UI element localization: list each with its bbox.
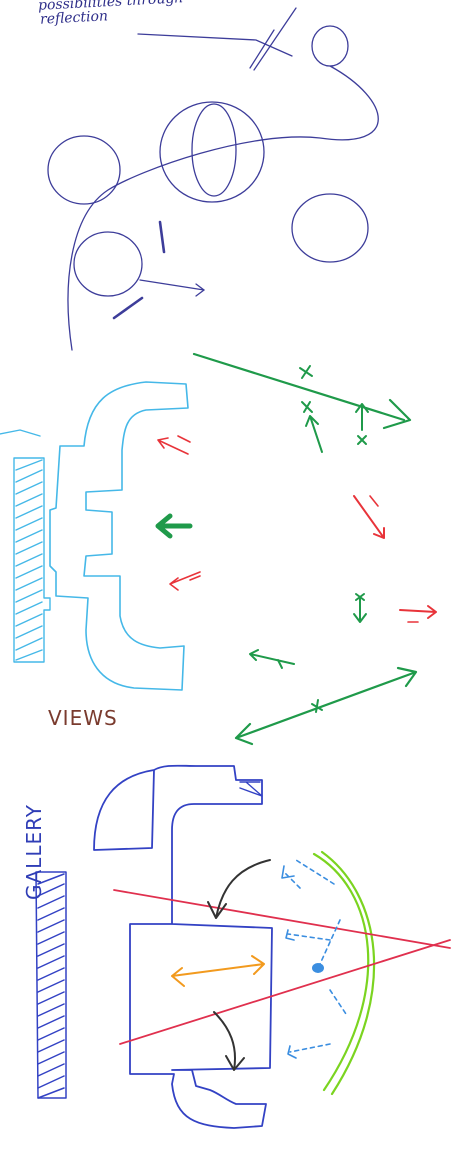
reflection-sketch xyxy=(47,7,379,351)
view-arrow-bold xyxy=(155,513,193,539)
circle-center xyxy=(159,101,265,203)
note-underline xyxy=(137,33,293,57)
view-arrow-small-2 xyxy=(355,403,369,431)
sweeping-curve xyxy=(67,65,379,351)
reflection-curve xyxy=(312,850,376,1096)
sightline-lower xyxy=(119,939,451,1045)
gallery-plan xyxy=(35,764,451,1129)
blue-dotted-arrows xyxy=(283,859,347,1053)
blue-arrowheads xyxy=(281,865,297,1059)
gallery-hatch xyxy=(35,871,67,1099)
views-label: VIEWS xyxy=(48,706,118,730)
bracket-building-outline xyxy=(49,381,189,691)
view-arrow-long-bottom xyxy=(234,666,418,746)
red-view-arrows xyxy=(157,435,437,623)
view-arrow-small-1 xyxy=(305,415,323,453)
sightline-upper xyxy=(113,889,451,949)
view-arrow-small-3 xyxy=(353,597,367,623)
view-arrow-top xyxy=(192,352,412,430)
gallery-building-outline xyxy=(93,764,273,1129)
circle-left xyxy=(47,135,121,205)
circle-lower-left xyxy=(73,231,143,297)
circle-right xyxy=(291,193,369,263)
circulation-arrow-upper xyxy=(207,859,271,919)
wall-hatch xyxy=(0,429,51,663)
pen-stroke-upright xyxy=(253,7,297,71)
focal-point xyxy=(312,963,324,973)
pen-stroke-short xyxy=(249,29,275,69)
reflection-arrow xyxy=(139,279,206,297)
gallery-label: GALLERY xyxy=(22,804,46,900)
circle-inner-oval xyxy=(191,103,237,197)
circle-top-right xyxy=(311,25,349,67)
view-arrow-small-4 xyxy=(249,649,295,665)
orange-double-arrow xyxy=(171,955,265,987)
views-plan xyxy=(0,352,437,746)
green-view-arrows xyxy=(155,352,418,746)
dash-upper xyxy=(158,220,166,254)
circulation-arrow-lower xyxy=(213,1011,245,1071)
dash-lower xyxy=(112,296,144,320)
